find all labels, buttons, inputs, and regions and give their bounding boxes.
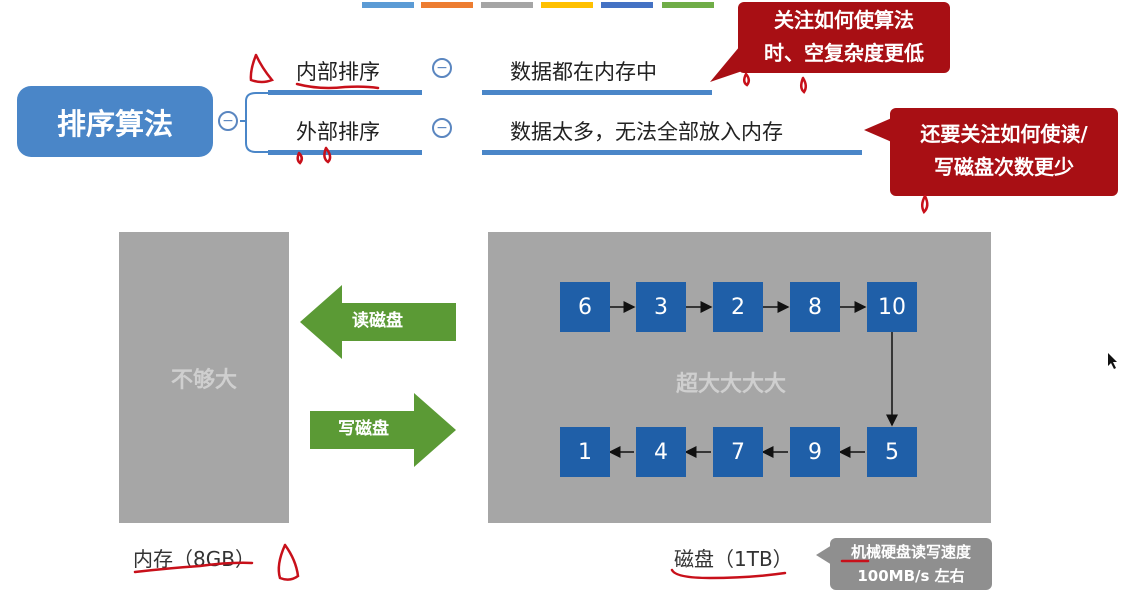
note-line: 100MB/s 左右 xyxy=(857,567,965,585)
callout-internal: 关注如何使算法 时、空复杂度更低 xyxy=(738,2,950,73)
palette-swatch-4 xyxy=(541,2,593,8)
branch-line xyxy=(268,90,422,95)
write-arrow xyxy=(310,393,456,467)
data-block: 7 xyxy=(713,427,763,477)
data-block: 3 xyxy=(636,282,686,332)
data-block: 4 xyxy=(636,427,686,477)
data-block: 6 xyxy=(560,282,610,332)
cursor-icon xyxy=(1108,353,1117,369)
block-arrows xyxy=(608,301,898,458)
root-node[interactable]: 排序算法 xyxy=(17,86,213,157)
write-disk-label: 写磁盘 xyxy=(338,419,389,439)
data-block: 9 xyxy=(790,427,840,477)
callout-line: 关注如何使算法 xyxy=(774,8,914,32)
palette-swatch-6 xyxy=(662,2,714,8)
read-disk-label: 读磁盘 xyxy=(352,311,403,331)
data-block: 8 xyxy=(790,282,840,332)
data-block: 5 xyxy=(867,427,917,477)
branch-external-desc: 数据太多，无法全部放入内存 xyxy=(510,120,783,144)
palette-swatch-1 xyxy=(362,2,414,8)
palette-swatch-2 xyxy=(421,2,473,8)
memory-box: 不够大 xyxy=(119,232,289,523)
note-line: 机械硬盘读写速度 xyxy=(850,543,971,561)
data-block: 2 xyxy=(713,282,763,332)
branch-internal-desc: 数据都在内存中 xyxy=(510,60,657,84)
palette-swatch-3 xyxy=(481,2,533,8)
callout-pointer xyxy=(864,117,894,143)
branch-line xyxy=(482,90,712,95)
collapse-icon[interactable]: − xyxy=(432,118,452,138)
connector-bracket xyxy=(240,92,274,153)
branch-line xyxy=(268,150,422,155)
disk-label: 磁盘（1TB） xyxy=(674,547,793,571)
branch-internal-sort[interactable]: 内部排序 xyxy=(296,60,380,84)
branch-line xyxy=(482,150,862,155)
branch-external-sort[interactable]: 外部排序 xyxy=(296,120,380,144)
data-block: 10 xyxy=(867,282,917,332)
callout-line: 还要关注如何使读/ xyxy=(920,122,1088,146)
palette-swatch-5 xyxy=(601,2,653,8)
collapse-icon[interactable]: − xyxy=(218,111,238,131)
note-pointer xyxy=(816,545,832,565)
collapse-icon[interactable]: − xyxy=(432,58,452,78)
memory-box-text: 不够大 xyxy=(170,367,237,393)
disk-speed-note: 机械硬盘读写速度 100MB/s 左右 xyxy=(830,538,992,590)
read-arrow xyxy=(300,285,456,359)
callout-line: 时、空复杂度更低 xyxy=(764,41,924,65)
data-block: 1 xyxy=(560,427,610,477)
callout-external: 还要关注如何使读/ 写磁盘次数更少 xyxy=(890,108,1118,196)
callout-line: 写磁盘次数更少 xyxy=(934,155,1074,179)
disk-box-text: 超大大大大 xyxy=(676,372,787,397)
